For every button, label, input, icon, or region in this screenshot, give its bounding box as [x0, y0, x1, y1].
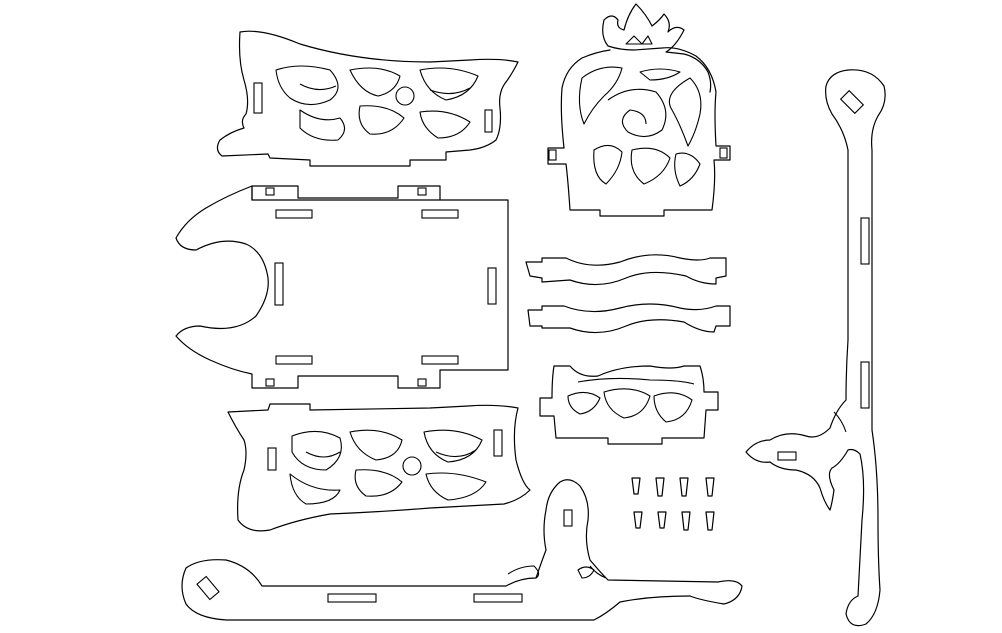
- side-top-ornament: [275, 65, 479, 141]
- runner-bottom-slot-left: [327, 593, 377, 603]
- runner-bottom: [181, 479, 743, 621]
- runner-bottom-rope-hole: [196, 575, 220, 601]
- base-slot-middle-left: [274, 262, 284, 306]
- side-bottom-slot-right: [493, 429, 503, 457]
- base-hole-br: [417, 378, 427, 387]
- side-panel-top: [216, 30, 519, 167]
- runner-right-rope-hole: [839, 89, 865, 115]
- runner-bottom-slot-right: [473, 593, 523, 603]
- base-slot-top-right: [421, 209, 459, 219]
- base-hole-bl: [265, 378, 275, 387]
- back-tab-right: [719, 147, 728, 159]
- base-slot-bottom-left: [275, 355, 313, 365]
- side-bottom-ornament: [289, 429, 487, 505]
- runner-bottom-post-slot: [563, 509, 573, 527]
- base-hole-tr: [417, 187, 427, 196]
- base-slot-middle-right: [487, 267, 497, 305]
- side-top-slot-right: [484, 109, 493, 133]
- back-tab-left: [548, 149, 557, 161]
- runner-right-post-slot: [777, 451, 797, 461]
- front-panel: [539, 365, 719, 445]
- back-ornament: [578, 66, 702, 187]
- back-crest-cutout: [625, 35, 653, 45]
- base-panel: [175, 185, 509, 389]
- crossbar-2: [527, 303, 731, 334]
- base-slot-top-left: [275, 209, 313, 219]
- front-ornament: [567, 377, 695, 423]
- base-hole-tl: [265, 187, 275, 196]
- runner-right-slot-top: [860, 217, 870, 265]
- small-pegs: [631, 477, 715, 531]
- base-slot-bottom-right: [421, 355, 459, 365]
- runner-right: [745, 69, 886, 627]
- back-panel: [547, 3, 731, 217]
- runner-right-slot-bottom: [860, 361, 870, 409]
- side-top-slot-left: [253, 82, 263, 114]
- crossbar-1: [525, 254, 727, 286]
- side-bottom-slot-left: [267, 447, 277, 471]
- side-panel-bottom: [227, 403, 531, 532]
